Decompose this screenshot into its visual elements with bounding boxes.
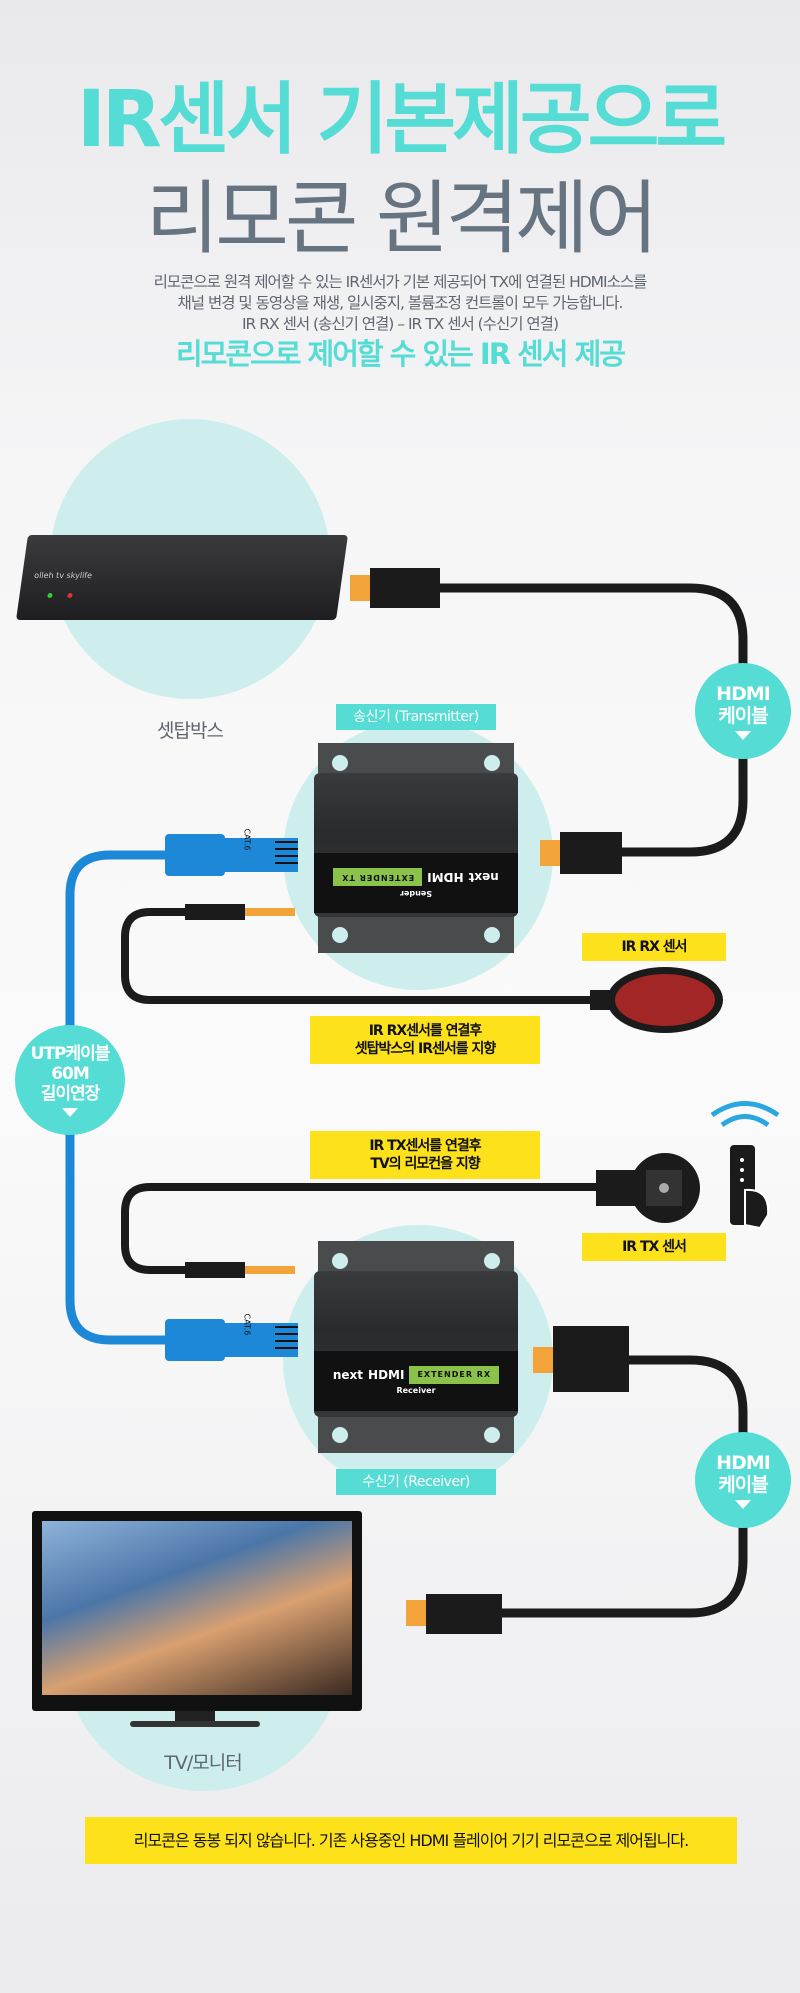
- status-led-icon: [67, 593, 73, 598]
- remote-control-icon: [710, 1101, 780, 1230]
- ir-rx-cable: [121, 908, 600, 1004]
- cat-label: CAT.6: [242, 828, 252, 851]
- audio-jack-icon: [185, 1262, 295, 1278]
- power-led-icon: [47, 593, 53, 598]
- tv-screen: [42, 1521, 352, 1695]
- description-line: 리모콘으로 원격 제어할 수 있는 IR센서가 기본 제공되어 TX에 연결된 …: [153, 273, 648, 291]
- tv-stand-base: [130, 1721, 260, 1727]
- cat-label: CAT.6: [242, 1313, 252, 1336]
- ir-tx-cable: [121, 1183, 610, 1274]
- settopbox-image: olleh tv skylife: [16, 535, 348, 620]
- tv-image: [32, 1511, 362, 1711]
- subtitle: 리모콘으로 제어할 수 있는 IR 센서 제공: [176, 337, 626, 371]
- settopbox-label: 셋탑박스: [157, 720, 224, 742]
- rj45-plug-icon: [165, 834, 298, 876]
- description-line: IR RX 센서 (송신기 연결) – IR TX 센서 (수신기 연결): [241, 315, 559, 333]
- description-line: 채널 변경 및 동영상을 재생, 일시중지, 볼륨조정 컨트롤이 모두 가능합니…: [177, 294, 624, 312]
- transmitter-label: 송신기 (Transmitter): [336, 704, 496, 730]
- receiver-label: 수신기 (Receiver): [336, 1469, 496, 1495]
- hdmi-plug-icon: [350, 568, 440, 608]
- settopbox-brand: olleh tv skylife: [33, 571, 93, 580]
- ir-tx-label: IR TX 센서: [582, 1233, 726, 1261]
- ir-tx-sensor-icon: [596, 1153, 700, 1223]
- hdmi-plug-icon: [540, 832, 622, 874]
- audio-jack-icon: [185, 904, 295, 920]
- footer-note: 리모콘은 동봉 되지 않습니다. 기존 사용중인 HDMI 플레이어 기기 리모…: [85, 1817, 737, 1864]
- tv-label: TV/모니터: [164, 1752, 242, 1774]
- ir-rx-sensor-icon: [590, 967, 723, 1033]
- title-line-1: IR센서 기본제공으로: [76, 75, 727, 165]
- rj45-plug-icon: [165, 1319, 298, 1361]
- hdmi-plug-icon: [406, 1594, 502, 1634]
- tv-stand: [175, 1711, 215, 1721]
- ir-rx-label: IR RX 센서: [582, 933, 726, 961]
- hdmi-plug-icon: [533, 1326, 629, 1392]
- title-line-2: 리모콘 원격제어: [145, 172, 659, 265]
